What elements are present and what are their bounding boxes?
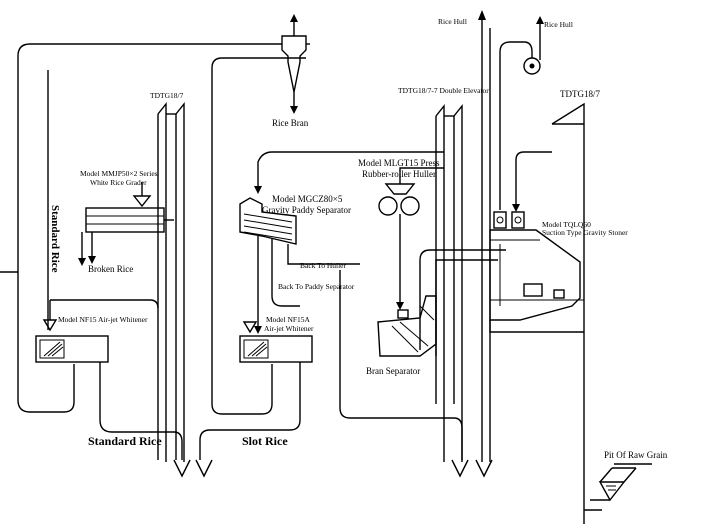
rice-hull-outlets: [478, 10, 544, 462]
label-rice-hull-1: Rice Hull: [438, 17, 467, 26]
label-back-to-paddy: Back To Paddy Separator: [278, 282, 355, 291]
label-grader-model: Model MMJP50×2 Series: [80, 169, 158, 178]
label-whitener-nf15a-model: Model NF15A: [266, 315, 311, 324]
gravity-paddy-separator: [239, 151, 444, 334]
white-rice-grader: [78, 182, 174, 266]
label-tdtg-left: TDTG18/7: [150, 91, 184, 100]
label-grader-name: White Rice Grader: [90, 178, 147, 187]
label-pit-raw-grain: Pit Of Raw Grain: [604, 450, 668, 460]
label-whitener-nf15: Model NF15 Air-jet Whitener: [58, 315, 148, 324]
rubber-roller-huller: [378, 167, 444, 310]
label-tdtg-right: TDTG18/7: [560, 89, 600, 99]
label-stoner-model: Model TQLQ60: [542, 220, 591, 229]
label-back-to-huller: Back To Huller: [300, 261, 346, 270]
elevator-double: [435, 104, 493, 478]
whitener-nf15a: [199, 321, 313, 460]
label-rice-bran: Rice Bran: [272, 118, 309, 128]
label-rice-hull-2: Rice Hull: [544, 20, 573, 29]
label-whitener-nf15a-name: Air-jet Whitener: [264, 324, 314, 333]
label-tdtg-double: TDTG18/7-7 Double Elevator: [398, 86, 489, 95]
whitener-nf15: [35, 299, 183, 460]
middle-loop-pipe: [211, 57, 306, 415]
label-broken-rice: Broken Rice: [88, 264, 133, 274]
bran-cyclone: [281, 14, 310, 114]
label-standard-rice-bottom: Standard Rice: [88, 434, 162, 448]
pit-of-raw-grain: [584, 463, 652, 511]
label-bran-separator: Bran Separator: [366, 366, 420, 376]
label-standard-rice-vertical: Standard Rice: [49, 205, 61, 273]
elevator-tdtg-left: [157, 102, 213, 478]
label-gravity-model: Model MGCZ80×5: [272, 194, 343, 204]
label-huller-model: Model MLGT15 Press: [358, 158, 440, 168]
label-slot-rice: Slot Rice: [242, 434, 288, 448]
label-huller-name: Rubber-roller Huller: [362, 169, 436, 179]
left-pipe-network: [0, 43, 282, 413]
label-stoner-name: Suction Type Gravity Stoner: [542, 228, 628, 237]
elevator-tdtg-right: [551, 102, 585, 524]
gravity-stoner: [419, 151, 584, 350]
label-gravity-name: Gravity Paddy Separator: [262, 205, 351, 215]
bran-separator: [339, 259, 498, 460]
